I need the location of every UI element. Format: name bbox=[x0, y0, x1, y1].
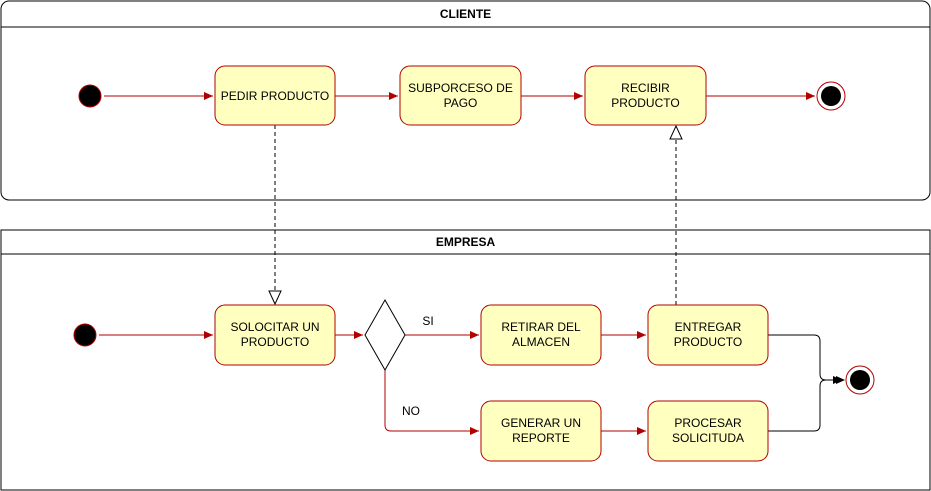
dashed-connectors bbox=[268, 124, 683, 306]
end-node-cliente bbox=[816, 81, 846, 111]
dependency-arrowhead-down bbox=[268, 290, 282, 306]
lane-empresa: EMPRESA bbox=[0, 229, 931, 491]
decision-no-label: NO bbox=[402, 404, 420, 418]
start-node-cliente bbox=[78, 84, 102, 108]
activity-pedir-producto: PEDIR PRODUCTO bbox=[214, 65, 336, 126]
lane-title-cliente: CLIENTE bbox=[440, 7, 491, 21]
decision-yes-label: SI bbox=[422, 314, 433, 328]
merge-edges bbox=[768, 334, 845, 432]
start-node-empresa bbox=[73, 323, 97, 347]
dependency-arrowhead-up bbox=[669, 124, 683, 140]
flow-edges bbox=[99, 92, 815, 435]
svg-text:PEDIR PRODUCTO: PEDIR PRODUCTO bbox=[221, 89, 329, 103]
lane-title-empresa: EMPRESA bbox=[436, 235, 496, 249]
decision-diamond bbox=[364, 298, 406, 372]
end-node-empresa bbox=[845, 365, 875, 395]
